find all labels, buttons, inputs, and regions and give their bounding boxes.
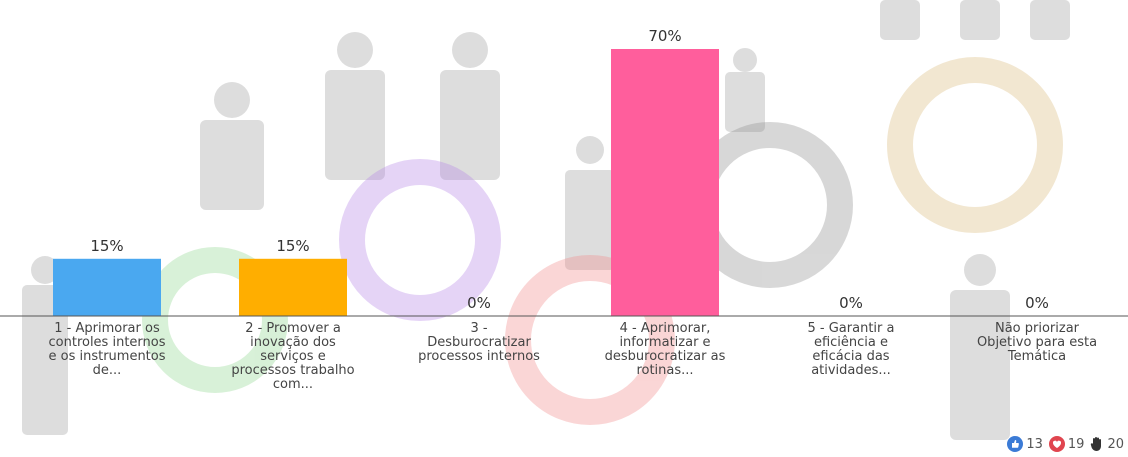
raised-hand-reaction[interactable]: 20	[1090, 436, 1124, 452]
value-label-4: 70%	[648, 27, 682, 45]
value-label-6: 0%	[1025, 294, 1049, 312]
heart-reaction[interactable]: 19	[1048, 436, 1085, 452]
like-count: 13	[1026, 436, 1043, 452]
value-label-2: 15%	[276, 236, 310, 255]
category-label-1: 1 - Aprimorar os controles internos e os…	[48, 321, 166, 378]
bar-2	[239, 258, 347, 316]
reactions-bar: 13 19 20	[1007, 435, 1124, 453]
bar-1	[53, 258, 161, 316]
category-label-4: 4 - Aprimorar, informatizar e desburocra…	[604, 321, 726, 378]
like-reaction[interactable]: 13	[1007, 436, 1043, 452]
value-label-5: 0%	[839, 294, 863, 312]
person-body	[200, 120, 264, 210]
heart-count: 19	[1067, 436, 1085, 452]
category-label-5: 5 - Garantir a eficiência e eficácia das…	[807, 321, 895, 378]
raised-hand-icon	[1091, 437, 1102, 451]
category-label-3: 3 - Desburocratizar processos internos	[418, 321, 540, 364]
bars-group	[53, 49, 719, 316]
category-label-6: Não priorizar Objetivo para esta Temátic…	[976, 321, 1098, 364]
value-label-1: 15%	[90, 236, 124, 255]
value-label-3: 0%	[467, 294, 491, 312]
thumbs-up-icon	[1007, 436, 1024, 452]
bar-4	[611, 49, 719, 316]
category-label-2: 2 - Promover a inovação dos serviços e p…	[231, 321, 355, 392]
heart-icon	[1048, 436, 1065, 452]
person-head	[214, 82, 250, 118]
raised-hand-count: 20	[1107, 436, 1124, 452]
